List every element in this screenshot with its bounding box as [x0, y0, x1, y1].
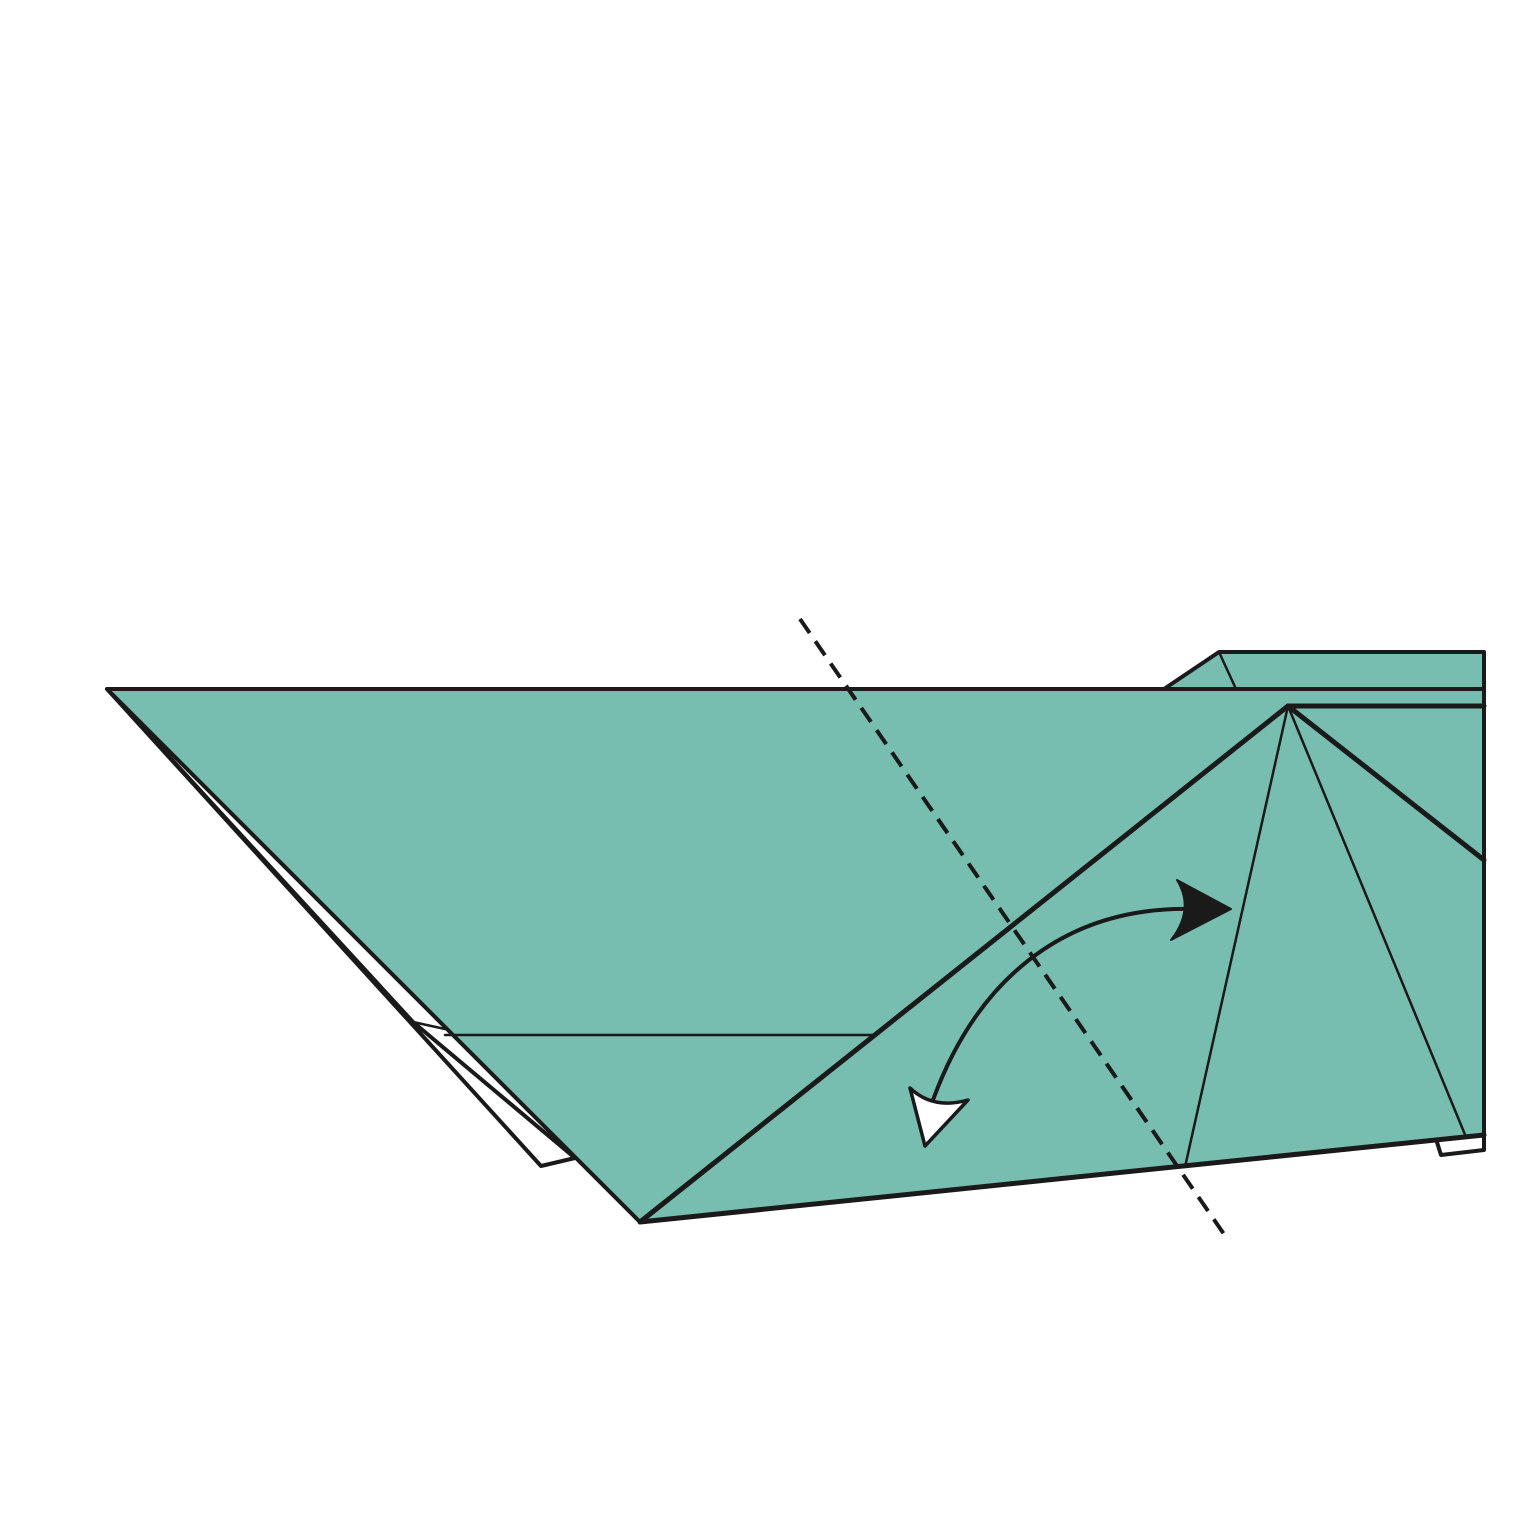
underside-crease: [411, 1020, 447, 1031]
fold-arrow-head-filled: [1170, 879, 1232, 941]
peak-edge-far-right: [1285, 703, 1487, 863]
unfold-arrow-head-hollow: [908, 1086, 970, 1148]
peak-crease-left: [1183, 704, 1290, 1169]
flap-diagonal-edge: [637, 703, 1291, 1225]
paper-main-body: [105, 687, 1486, 1224]
peak-crease-right: [1286, 704, 1468, 1139]
valley-fold-line: [798, 617, 1228, 1239]
paper-bottom-edge: [637, 1132, 1487, 1225]
fold-arrow-curve: [931, 906, 1197, 1102]
back-layer-crease: [1217, 650, 1238, 691]
paper-back-layer-top: [1162, 650, 1486, 691]
